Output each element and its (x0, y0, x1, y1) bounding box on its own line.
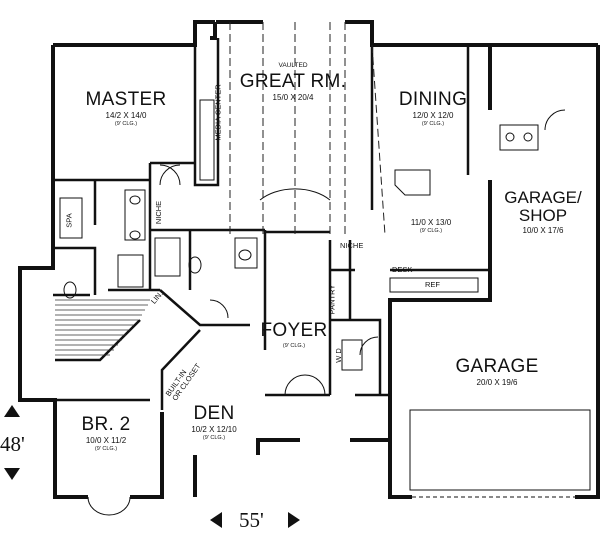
den-dims: 10/2 X 12/10 (191, 425, 237, 434)
dining-name: DINING (398, 89, 468, 110)
master-name: MASTER (85, 89, 167, 110)
exterior-walls (18, 20, 600, 499)
stairs (55, 299, 150, 356)
wd-label: W D (333, 348, 343, 363)
fixtures (59, 99, 591, 491)
room-foyer: FOYER (9' CLG.) (261, 321, 328, 350)
depth-dimension: 48' (0, 432, 25, 456)
room-master: MASTER 14/2 X 14/0 (9' CLG.) (86, 90, 167, 128)
desk-label: DESK (392, 265, 413, 274)
spa-label: SPA (64, 213, 74, 228)
room-garage-shop: GARAGE/ SHOP 10/0 X 17/6 (504, 189, 581, 235)
niche-label-1: NICHE (154, 200, 164, 225)
kitchen-dims: 11/0 X 13/0 (410, 218, 452, 227)
room-dining: DINING 12/0 X 12/0 (9' CLG.) (399, 90, 467, 128)
dimension-arrows (4, 405, 300, 528)
master-dims: 14/2 X 14/0 (105, 111, 147, 120)
interior-walls (53, 38, 490, 410)
doors (87, 109, 575, 516)
room-den: DEN 10/2 X 12/10 (9' CLG.) (191, 404, 236, 442)
kitchen-ceiling: (9' CLG.) (419, 228, 443, 234)
vaulted-lines (229, 22, 386, 236)
great-dims: 15/0 X 20/4 (272, 92, 314, 102)
media-center-label: MEDIA CENTER (213, 84, 223, 141)
br2-ceiling: (9' CLG.) (94, 446, 118, 452)
foyer-name: FOYER (260, 320, 328, 341)
pantry-label: PANTRY (327, 284, 337, 315)
niche-label-2: NICHE (340, 241, 364, 250)
width-dimension: 55' (239, 508, 264, 532)
dining-ceiling: (9' CLG.) (421, 121, 445, 127)
garage-shop-name-2: SHOP (518, 206, 568, 225)
room-garage: GARAGE 20/0 X 19/6 (455, 357, 538, 387)
den-ceiling: (9' CLG.) (202, 435, 226, 441)
foyer-ceiling: (9' CLG.) (282, 343, 306, 349)
dining-dims: 12/0 X 12/0 (412, 111, 454, 120)
great-prefix: VAULTED (278, 62, 308, 69)
great-name: GREAT RM. (239, 70, 347, 92)
garage-shop-dims: 10/0 X 17/6 (522, 226, 564, 235)
room-great: VAULTED GREAT RM. 15/0 X 20/4 (239, 62, 347, 102)
br2-dims: 10/0 X 11/2 (85, 436, 127, 445)
room-br2: BR. 2 10/0 X 11/2 (9' CLG.) (81, 415, 130, 453)
br2-name: BR. 2 (81, 414, 131, 435)
garage-shop-name-1: GARAGE/ (504, 188, 582, 207)
garage-dims: 20/0 X 19/6 (476, 378, 518, 387)
ref-label: REF (425, 280, 440, 289)
master-ceiling: (9' CLG.) (114, 121, 138, 127)
room-kitchen: 11/0 X 13/0 (9' CLG.) (411, 219, 451, 235)
garage-name: GARAGE (455, 356, 539, 377)
den-name: DEN (193, 403, 235, 424)
